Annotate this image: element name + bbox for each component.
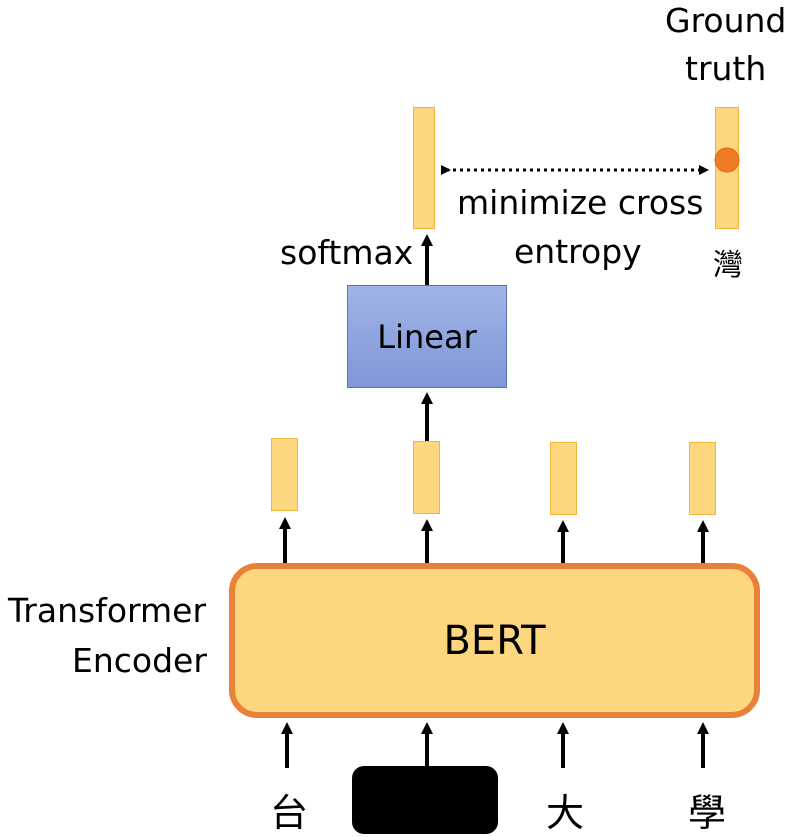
ground-truth-label-line1: Ground bbox=[665, 1, 787, 40]
bert-label: BERT bbox=[443, 617, 546, 664]
input-token-4: 學 bbox=[687, 791, 726, 835]
softmax-distribution-vector bbox=[413, 107, 435, 229]
output-vector-3 bbox=[550, 442, 577, 515]
ground-truth-token: 灣 bbox=[713, 248, 743, 283]
minimize-label-line1: minimize cross bbox=[457, 183, 704, 222]
output-vector-4 bbox=[689, 442, 716, 515]
output-vector-2 bbox=[413, 441, 440, 514]
encoder-label-line2: Encoder bbox=[72, 641, 207, 680]
bert-block bbox=[229, 563, 760, 718]
ground-truth-dot bbox=[714, 147, 740, 173]
softmax-label: softmax bbox=[280, 233, 414, 272]
linear-label: Linear bbox=[377, 317, 477, 356]
bert-label-container: BERT bbox=[229, 563, 760, 718]
ground-truth-label-line2: truth bbox=[685, 49, 767, 88]
minimize-label-line2: entropy bbox=[514, 232, 642, 271]
output-vector-1 bbox=[271, 438, 298, 511]
linear-layer: Linear bbox=[347, 285, 507, 388]
input-token-3: 大 bbox=[545, 791, 584, 835]
masked-token bbox=[352, 766, 498, 834]
encoder-label-line1: Transformer bbox=[8, 591, 207, 630]
input-token-1: 台 bbox=[269, 791, 308, 835]
